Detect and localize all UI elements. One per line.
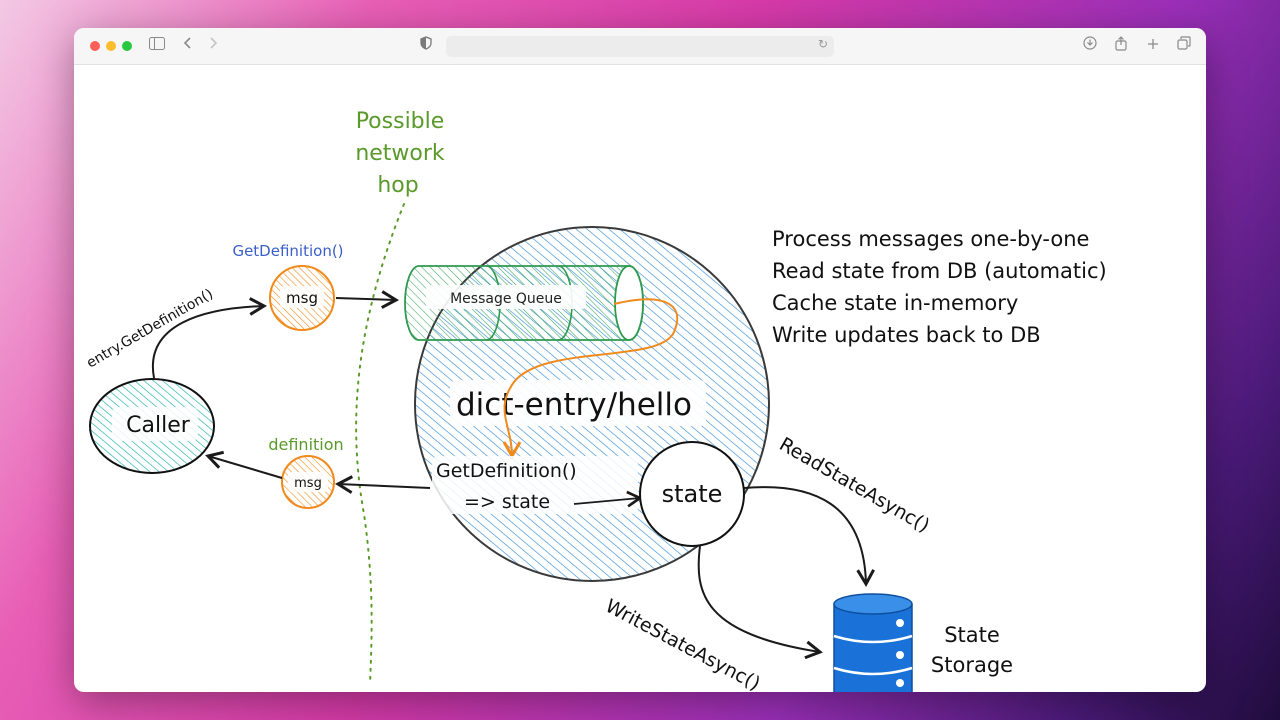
read-state-label: ReadStateAsync() — [776, 433, 934, 537]
sidebar-icon[interactable] — [147, 36, 167, 56]
method-line-2: => state — [464, 491, 550, 513]
msg-to-queue-arrow — [335, 290, 400, 309]
note-2: Read state from DB (automatic) — [772, 259, 1107, 283]
state-circle — [639, 441, 745, 547]
minimize-window-button[interactable] — [106, 41, 116, 51]
entry-call-label: entry.GetDefinition() — [84, 286, 216, 371]
back-icon[interactable] — [178, 36, 198, 56]
state-label: state — [662, 480, 723, 508]
queue-label: Message Queue — [450, 291, 562, 307]
write-state-label: WriteStateAsync() — [602, 595, 764, 692]
note-1: Process messages one-by-one — [772, 227, 1089, 251]
network-hop-line-1: Possible — [356, 109, 445, 134]
note-4: Write updates back to DB — [772, 323, 1041, 347]
definition-label: definition — [268, 435, 343, 454]
forward-icon[interactable] — [203, 36, 223, 56]
database-icon — [833, 593, 913, 692]
note-3: Cache state in-memory — [772, 291, 1018, 315]
network-boundary-line — [355, 203, 405, 685]
new-tab-icon[interactable] — [1143, 36, 1163, 56]
share-icon[interactable] — [1111, 36, 1131, 56]
download-icon[interactable] — [1080, 36, 1100, 56]
write-state-arrow — [697, 545, 823, 660]
network-hop-label: Possible network hop — [355, 109, 445, 198]
close-window-button[interactable] — [90, 41, 100, 51]
shield-icon[interactable] — [416, 36, 436, 56]
storage-label-line-2: Storage — [931, 653, 1013, 677]
call-arrow — [151, 297, 268, 379]
dispatch-arrow — [502, 298, 679, 460]
message-queue: Message Queue — [404, 265, 644, 341]
get-definition-label: GetDefinition() — [232, 242, 343, 260]
grain-label: dict-entry/hello — [456, 387, 692, 423]
method-to-state-arrow — [573, 490, 643, 508]
reload-icon[interactable]: ↻ — [817, 37, 828, 51]
diagram-canvas: Possible network hop dict-entry/hello Me… — [74, 64, 1206, 692]
zoom-window-button[interactable] — [122, 41, 132, 51]
msg-to-caller-arrow — [205, 450, 283, 479]
storage-label-line-1: State — [944, 623, 1000, 647]
state-to-msg-arrow — [334, 475, 431, 494]
method-line-1: GetDefinition() — [436, 460, 577, 482]
browser-window: ↻ — [74, 28, 1206, 692]
address-bar[interactable]: ↻ — [446, 36, 834, 57]
network-hop-line-3: hop — [377, 173, 418, 198]
caller-label: Caller — [126, 413, 191, 438]
response-msg-label: msg — [294, 476, 322, 491]
title-bar: ↻ — [74, 28, 1206, 65]
architecture-diagram: Possible network hop dict-entry/hello Me… — [84, 109, 1107, 692]
network-hop-line-2: network — [355, 141, 445, 166]
notes-list: Process messages one-by-one Read state f… — [772, 227, 1107, 347]
tabs-overview-icon[interactable] — [1174, 36, 1194, 56]
request-msg-label: msg — [286, 289, 318, 307]
read-state-arrow — [743, 486, 875, 588]
